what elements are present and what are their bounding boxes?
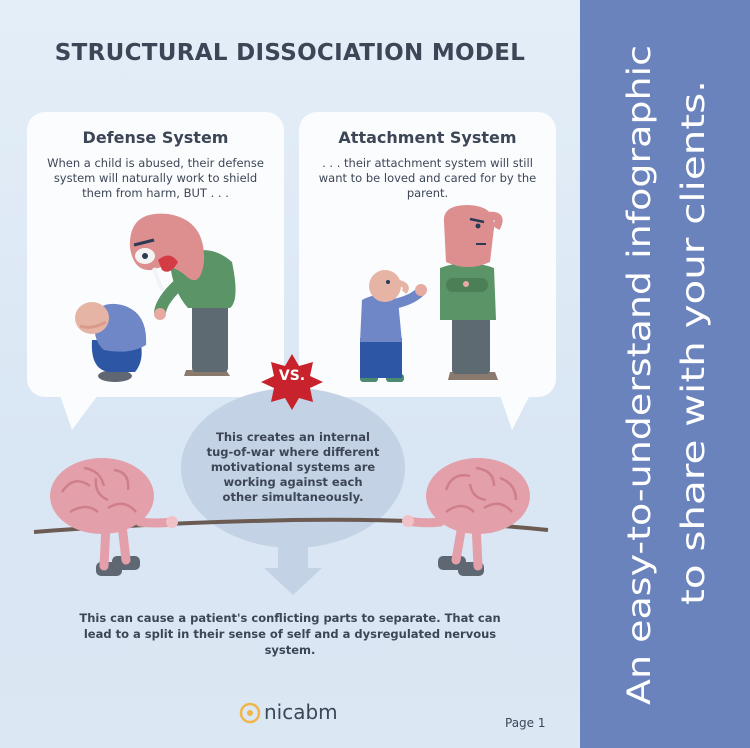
- angry-parent-illustration: [129, 213, 236, 376]
- arms-crossed-parent-illustration: [440, 205, 503, 380]
- attachment-system-panel: Attachment System . . . their attachment…: [299, 112, 556, 397]
- sidebar-tagline-line2: to share with your clients.: [674, 80, 712, 605]
- illustration-scene: [33, 205, 549, 724]
- tug-of-war-text: This creates an internal tug-of-war wher…: [206, 430, 380, 504]
- page-number: Page 1: [505, 716, 546, 730]
- page-title: STRUCTURAL DISSOCIATION MODEL: [54, 40, 526, 66]
- attachment-system-title: Attachment System: [338, 128, 517, 147]
- thought-bubble: [181, 388, 405, 595]
- conclusion-text: This can cause a patient's conflicting p…: [79, 611, 501, 657]
- defense-system-text: When a child is abused, their defense sy…: [47, 156, 264, 200]
- nicabm-logo-icon: [239, 702, 261, 724]
- left-brain-character: [50, 458, 178, 576]
- vs-label: VS.: [278, 368, 306, 384]
- sidebar-tagline: An easy-to-understand infographic to sha…: [600, 40, 720, 710]
- defense-panel-tail: [60, 395, 98, 430]
- crouching-child-illustration: [75, 302, 147, 382]
- reaching-child-illustration: [360, 270, 427, 382]
- right-brain-character: [402, 458, 530, 576]
- vs-badge: [261, 354, 323, 410]
- defense-system-title: Defense System: [82, 128, 229, 147]
- sidebar-tagline-line1: An easy-to-understand infographic: [620, 45, 658, 705]
- attachment-panel-tail: [500, 395, 530, 430]
- attachment-system-text: . . . their attachment system will still…: [318, 156, 537, 200]
- sidebar-banner: [580, 0, 750, 748]
- logo-wordmark: nicabm: [264, 700, 338, 724]
- defense-system-panel: Defense System When a child is abused, t…: [27, 112, 284, 397]
